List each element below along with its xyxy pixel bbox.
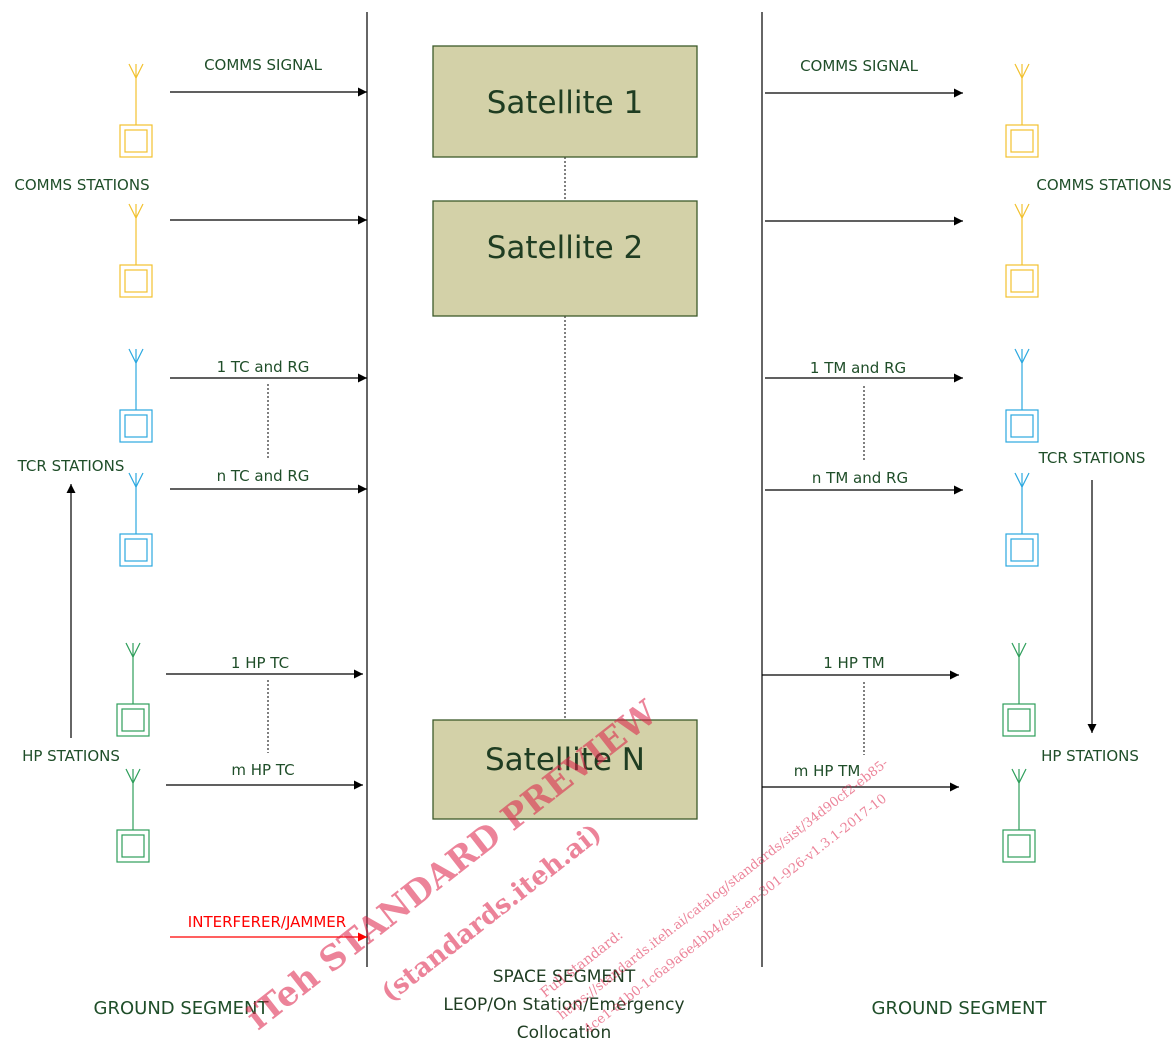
satellite-1-label: Satellite 1	[487, 85, 644, 121]
label-tcr-stations-right: TCR STATIONS	[1038, 449, 1146, 467]
left-links	[66, 87, 367, 942]
satellite-2: Satellite 2	[432, 200, 698, 317]
label-hp-stations-right: HP STATIONS	[1041, 747, 1139, 765]
hp-station-left-2-antenna-icon	[116, 768, 150, 863]
label-tcr-stations-left: TCR STATIONS	[17, 457, 125, 475]
tcr-station-right-1-antenna-icon	[1005, 348, 1039, 443]
hp-station-right-1-antenna-icon	[1002, 642, 1036, 737]
label-space-phases: LEOP/On Station/Emergency	[443, 995, 684, 1015]
label-tc-first: 1 TC and RG	[217, 358, 310, 376]
label-space-collocation: Collocation	[517, 1023, 611, 1043]
satellite-n: Satellite N	[432, 719, 698, 820]
label-tm-last: n TM and RG	[812, 469, 908, 487]
comms-station-right-1-antenna-icon	[1005, 63, 1039, 158]
label-space-segment: SPACE SEGMENT	[493, 967, 636, 987]
label-comms-signal-left: COMMS SIGNAL	[204, 56, 323, 74]
comms-station-left-2-antenna-icon	[119, 203, 153, 298]
hp-station-right-2-antenna-icon	[1002, 768, 1036, 863]
label-tc-last: n TC and RG	[217, 467, 310, 485]
label-hp-first-right: 1 HP TM	[823, 654, 885, 672]
tcr-station-left-2-antenna-icon	[119, 472, 153, 567]
label-hp-last-right: m HP TM	[794, 762, 861, 780]
label-ground-segment-right: GROUND SEGMENT	[872, 998, 1048, 1019]
comms-station-left-1-antenna-icon	[119, 63, 153, 158]
label-hp-first-left: 1 HP TC	[231, 654, 289, 672]
label-comms-stations-left: COMMS STATIONS	[14, 176, 149, 194]
label-hp-last-left: m HP TC	[231, 761, 294, 779]
tcr-station-right-2-antenna-icon	[1005, 472, 1039, 567]
tcr-station-left-1-antenna-icon	[119, 348, 153, 443]
satellite-2-label: Satellite 2	[487, 230, 644, 266]
hp-station-left-1-antenna-icon	[116, 642, 150, 737]
label-comms-stations-right: COMMS STATIONS	[1036, 176, 1171, 194]
satellite-1: Satellite 1	[432, 45, 698, 158]
label-interferer: INTERFERER/JAMMER	[188, 913, 346, 931]
right-links	[762, 88, 1097, 792]
label-ground-segment-left: GROUND SEGMENT	[94, 998, 270, 1019]
comms-station-right-2-antenna-icon	[1005, 203, 1039, 298]
station-antennas	[116, 63, 1039, 863]
label-tm-first: 1 TM and RG	[810, 359, 906, 377]
satellite-n-label: Satellite N	[485, 742, 645, 778]
label-comms-signal-right: COMMS SIGNAL	[800, 57, 919, 75]
label-hp-stations-left: HP STATIONS	[22, 747, 120, 765]
watermark-line-5: 4ce1-a1b0-1c6a9a6e4bb4/etsi-en-301-926-v…	[581, 791, 890, 1037]
